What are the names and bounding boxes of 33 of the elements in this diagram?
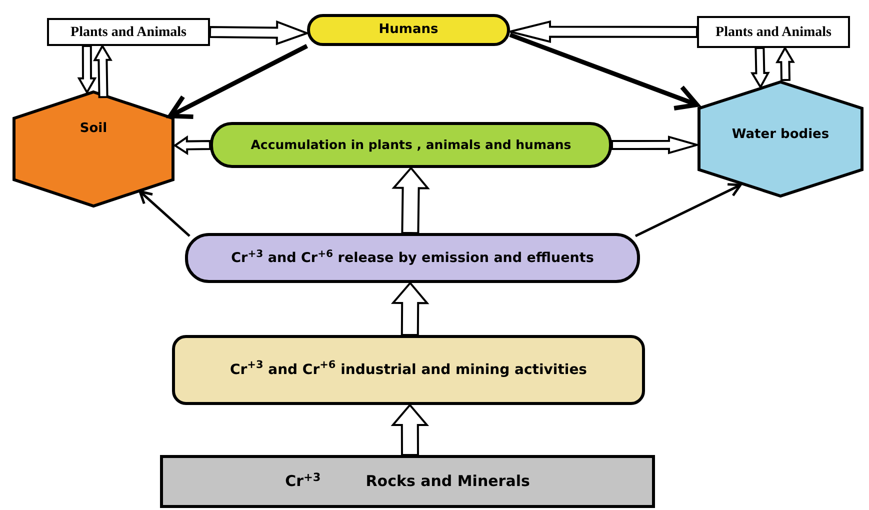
node-label: Plants and Animals	[70, 24, 186, 42]
node-label: Plants and Animals	[716, 24, 832, 42]
node-label: Accumulation in plants , animals and humans	[250, 136, 572, 154]
rounded-pill	[185, 233, 640, 283]
arrow	[138, 190, 190, 237]
hexagon	[12, 90, 175, 208]
hollow-arrow	[390, 403, 430, 456]
node-label: Rocks and Minerals	[366, 471, 530, 492]
arrow	[634, 183, 742, 238]
label-box	[697, 16, 850, 48]
node-label: Humans	[378, 21, 438, 40]
hexagon	[697, 80, 864, 198]
hollow-arrow	[750, 46, 770, 90]
rounded-pill	[210, 122, 612, 168]
node-label: Cr$^{+3}$ and Cr$^{+6}$ release by emission and effluents	[231, 248, 594, 268]
hollow-arrow	[77, 45, 97, 94]
node-label: Soil	[80, 120, 108, 138]
hollow-arrow	[93, 44, 112, 98]
rounded-pill	[307, 14, 510, 46]
hollow-arrow	[390, 281, 430, 336]
node-label: Water bodies	[732, 126, 830, 144]
rounded-box	[172, 335, 645, 405]
arrow	[168, 44, 308, 119]
hollow-arrow	[776, 46, 795, 82]
hollow-arrow	[173, 135, 212, 156]
arrow	[509, 32, 700, 110]
process-box	[160, 455, 655, 508]
hollow-arrow	[208, 20, 310, 46]
node-label: Cr$^{+3}$	[285, 470, 321, 492]
hollow-arrow	[392, 166, 430, 234]
label-box	[47, 18, 210, 46]
node-label: Cr$^{+3}$ and Cr$^{+6}$ industrial and mining activities	[230, 360, 588, 380]
hollow-arrow	[509, 20, 698, 43]
